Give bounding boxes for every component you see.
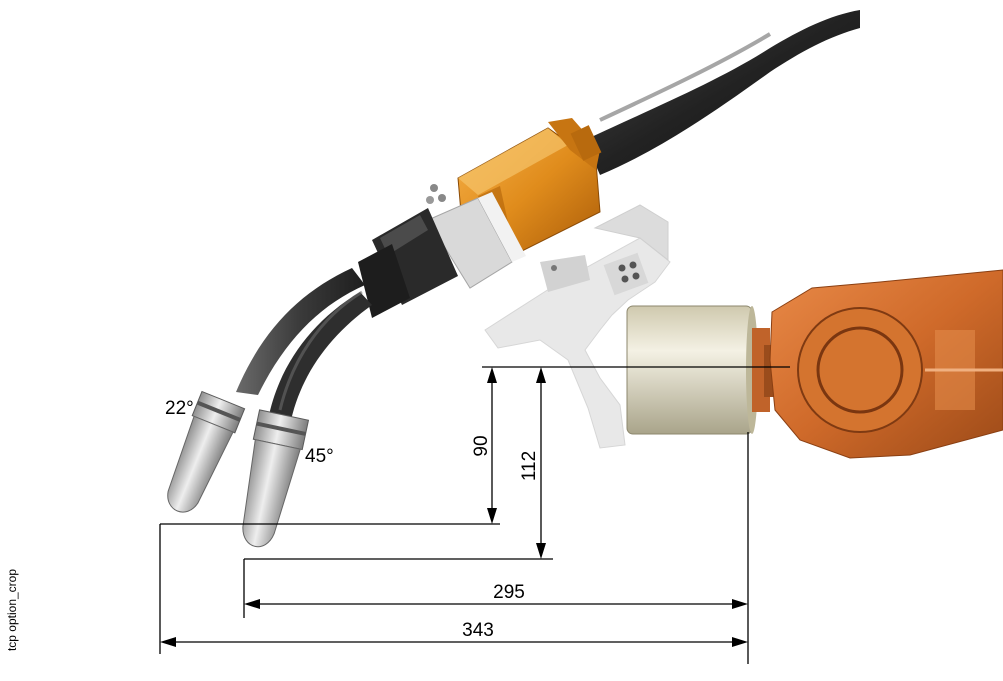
silver-collar bbox=[426, 184, 526, 289]
dimension-label-112: 112 bbox=[519, 451, 540, 481]
torch-nozzle-22deg bbox=[167, 390, 246, 513]
dimension-295 bbox=[244, 599, 748, 609]
angle-label-45: 45° bbox=[305, 446, 334, 467]
dimension-label-343: 343 bbox=[462, 620, 494, 641]
angle-label-22: 22° bbox=[165, 398, 194, 419]
dimension-label-295: 295 bbox=[493, 582, 525, 603]
dimension-343 bbox=[160, 637, 748, 647]
hose bbox=[585, 10, 860, 175]
robot-flange bbox=[626, 305, 758, 435]
torch-nozzle-45deg bbox=[242, 409, 310, 548]
mounting-bracket bbox=[484, 204, 671, 449]
side-caption: tcp option_crop bbox=[5, 569, 19, 651]
extension-lines bbox=[159, 432, 749, 664]
torch-neck bbox=[236, 208, 458, 425]
dimension-112 bbox=[536, 367, 546, 559]
robot-wrist bbox=[752, 269, 1003, 459]
dimension-label-90: 90 bbox=[471, 435, 492, 456]
dimension-90 bbox=[487, 367, 497, 524]
